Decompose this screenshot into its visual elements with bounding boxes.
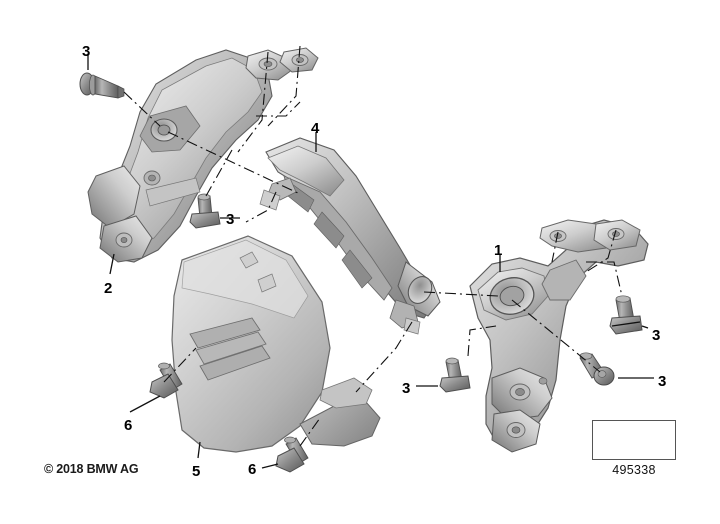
view-direction-icon-box xyxy=(592,420,676,460)
axis-screw6-to-part5 xyxy=(163,347,197,383)
callout-3-lower-center: 3 xyxy=(402,380,411,397)
bolt-3-lower-center xyxy=(439,357,471,393)
callout-3-right-lower: 3 xyxy=(658,373,667,390)
screw-6-left xyxy=(149,362,183,399)
axis-bolt-to-part2 xyxy=(123,91,161,127)
axis-screw6-bottom-to-part5 xyxy=(299,417,321,447)
screw-6-bottom xyxy=(275,436,309,473)
leader-3-right-upper xyxy=(641,325,649,329)
axis-part4-to-part1 xyxy=(423,291,499,297)
axis-part1-bolt-lower xyxy=(511,299,601,373)
leader-3-right-upper-b xyxy=(611,321,641,327)
axis-part2-center xyxy=(167,131,301,195)
leader-2-left xyxy=(109,253,115,275)
assembly-axis-lines xyxy=(123,45,623,447)
part-2-bracket-left xyxy=(87,47,319,263)
bolt-3-right-upper xyxy=(609,295,643,335)
axis-part4-to-part5 xyxy=(355,321,413,393)
callout-3-upper-mid: 3 xyxy=(226,211,235,228)
part-1-bracket-right xyxy=(469,219,649,453)
callout-3-right-upper: 3 xyxy=(652,327,661,344)
axis-part2-tab-bridge xyxy=(256,101,301,117)
bolt-3-top-left xyxy=(79,72,125,99)
axis-bolt-lower-center xyxy=(467,325,497,357)
diagram-number: 495338 xyxy=(612,463,656,477)
callout-4-center: 4 xyxy=(311,120,320,137)
leader-6-left xyxy=(129,395,161,413)
callout-6-left: 6 xyxy=(124,417,133,434)
leader-6-bottom xyxy=(261,463,279,469)
callout-2-left: 2 xyxy=(104,280,113,297)
leader-5-bottom xyxy=(197,441,201,459)
axis-part1-bolt-upper xyxy=(586,261,623,297)
axis-part2-top-left-tab xyxy=(237,51,269,153)
callout-3-top-left: 3 xyxy=(82,43,91,60)
axis-part2-top-right-tab xyxy=(267,45,301,127)
leader-lines xyxy=(87,54,654,469)
axis-part1-tab-left xyxy=(551,231,559,263)
part-5-side-panel xyxy=(171,235,381,453)
copyright-notice: © 2018 BMW AG xyxy=(44,462,139,476)
callout-6-bottom: 6 xyxy=(248,461,257,478)
axis-part1-tab-right xyxy=(585,229,617,273)
axis-bolt-up-part2 xyxy=(205,149,233,197)
callout-1-right: 1 xyxy=(494,242,503,259)
bolt-3-upper-mid xyxy=(189,193,221,229)
callout-5-bottom: 5 xyxy=(192,463,201,480)
axis-part4-left-tab xyxy=(245,191,277,223)
